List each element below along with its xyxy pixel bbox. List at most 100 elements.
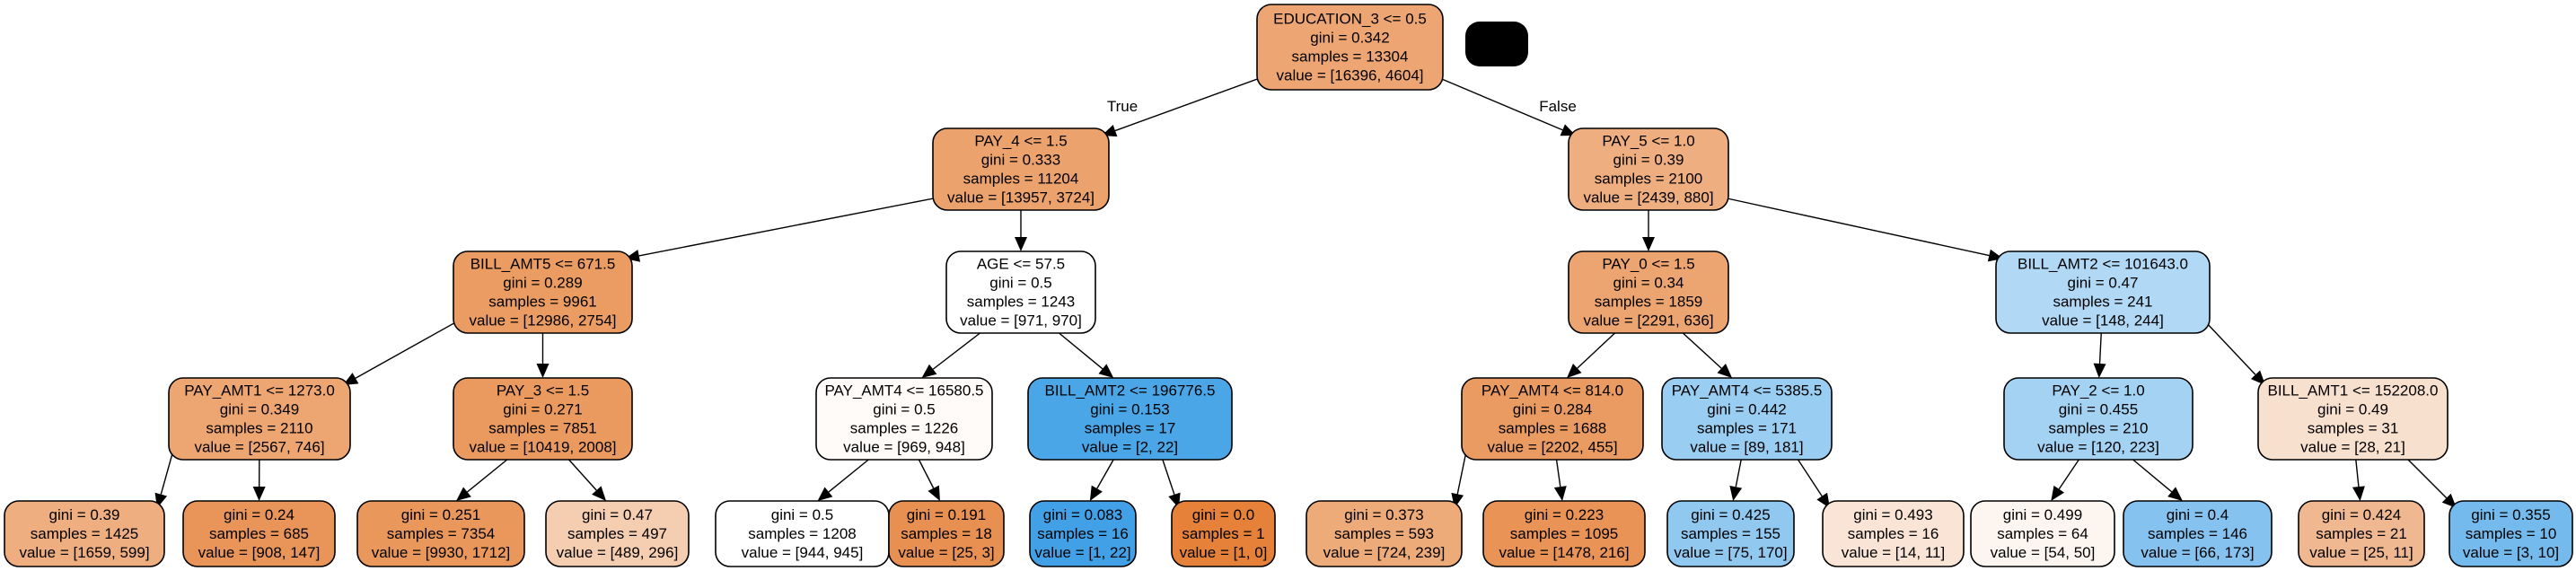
node-gini: gini = 0.284: [1513, 401, 1592, 418]
arrowhead-icon: [2093, 363, 2106, 378]
node-box: [1461, 377, 1644, 461]
arrowhead-icon: [928, 485, 940, 501]
arrowhead-icon: [1089, 485, 1103, 501]
node-box: [1029, 500, 1137, 567]
node-value: value = [489, 296]: [557, 544, 679, 561]
tree-leaf-node: gini = 0.223 samples = 1095 value = [1478,…: [1482, 500, 1646, 567]
node-samples: samples = 17: [1085, 420, 1176, 437]
node-value: value = [1, 22]: [1034, 544, 1130, 561]
node-value: value = [2202, 455]: [1487, 439, 1617, 456]
tree-edge: [1114, 76, 1263, 132]
node-box: [1256, 4, 1444, 91]
node-condition: BILL_AMT2 <= 196776.5: [1045, 382, 1216, 400]
node-samples: samples = 11204: [963, 171, 1079, 188]
node-box: [1027, 377, 1233, 461]
node-condition: EDUCATION_3 <= 0.5: [1273, 11, 1427, 28]
node-box: [2449, 500, 2573, 567]
arrowhead-icon: [1729, 485, 1743, 501]
node-samples: samples = 210: [2048, 420, 2148, 437]
tree-edge: [1577, 332, 1616, 369]
node-box: [2257, 377, 2449, 461]
tree-edge: [568, 459, 597, 491]
node-box: [545, 500, 690, 567]
node-gini: gini = 0.373: [1344, 506, 1423, 523]
arrowhead-icon: [2352, 486, 2365, 501]
arrowhead-icon: [817, 487, 833, 501]
tree-edge: [918, 459, 935, 489]
node-value: value = [28, 21]: [2300, 439, 2405, 456]
tree-edge: [1162, 459, 1175, 496]
node-samples: samples = 18: [901, 525, 992, 542]
node-samples: samples = 155: [1681, 525, 1780, 542]
node-box: [1822, 500, 1965, 567]
node-value: value = [66, 173]: [2141, 544, 2254, 561]
node-gini: gini = 0.493: [1853, 506, 1932, 523]
arrowhead-icon: [2250, 370, 2265, 385]
tree-edge: [1682, 332, 1722, 369]
node-samples: samples = 146: [2148, 525, 2247, 542]
node-value: value = [12986, 2754]: [470, 312, 617, 329]
node-value: value = [1478, 216]: [1499, 544, 1629, 561]
node-gini: gini = 0.499: [2003, 506, 2082, 523]
tree-edge: [1735, 459, 1742, 488]
node-samples: samples = 21: [2316, 525, 2407, 542]
node-gini: gini = 0.455: [2059, 401, 2138, 418]
tree-edge: [2058, 459, 2079, 490]
node-value: value = [148, 244]: [2042, 312, 2164, 329]
node-box: [4, 500, 165, 567]
node-box: [1995, 250, 2211, 334]
node-gini: gini = 0.083: [1043, 506, 1122, 523]
node-value: value = [25, 11]: [2309, 544, 2413, 561]
node-value: value = [724, 239]: [1323, 544, 1446, 561]
node-gini: gini = 0.425: [1691, 506, 1770, 523]
node-samples: samples = 241: [2053, 294, 2152, 311]
node-samples: samples = 1425: [31, 525, 139, 542]
node-gini: gini = 0.34: [1613, 275, 1684, 292]
node-condition: PAY_3 <= 1.5: [497, 382, 589, 400]
node-value: value = [1, 0]: [1180, 544, 1268, 561]
node-samples: samples = 16: [1037, 525, 1129, 542]
node-condition: BILL_AMT5 <= 671.5: [470, 256, 616, 273]
tree-edge: [932, 332, 980, 370]
node-samples: samples = 1243: [967, 294, 1076, 311]
tree-edge: [1555, 459, 1561, 488]
edge-label-true: True: [1107, 98, 1138, 115]
node-gini: gini = 0.349: [220, 401, 299, 418]
node-value: value = [2567, 746]: [194, 439, 324, 456]
node-samples: samples = 7851: [488, 420, 597, 437]
arrowhead-icon: [592, 486, 607, 501]
arrowhead-icon: [2051, 485, 2065, 501]
arrowhead-icon: [2441, 493, 2457, 508]
node-samples: samples = 1688: [1499, 420, 1607, 437]
node-box: [2003, 377, 2194, 461]
node-gini: gini = 0.0: [1192, 506, 1254, 523]
redacted-box: [1465, 22, 1528, 66]
node-condition: PAY_AMT4 <= 814.0: [1481, 382, 1623, 400]
tree-edge: [828, 459, 869, 493]
node-gini: gini = 0.424: [2322, 506, 2401, 523]
node-gini: gini = 0.153: [1090, 401, 1169, 418]
node-samples: samples = 685: [209, 525, 309, 542]
node-box: [932, 127, 1110, 211]
node-gini: gini = 0.223: [1525, 506, 1604, 523]
node-samples: samples = 1095: [1510, 525, 1619, 542]
node-samples: samples = 7354: [387, 525, 496, 542]
node-condition: PAY_AMT1 <= 1273.0: [184, 382, 335, 400]
node-box: [168, 377, 351, 461]
tree-edge: [1797, 459, 1823, 497]
edge-labels-layer: True False: [1107, 98, 1577, 115]
